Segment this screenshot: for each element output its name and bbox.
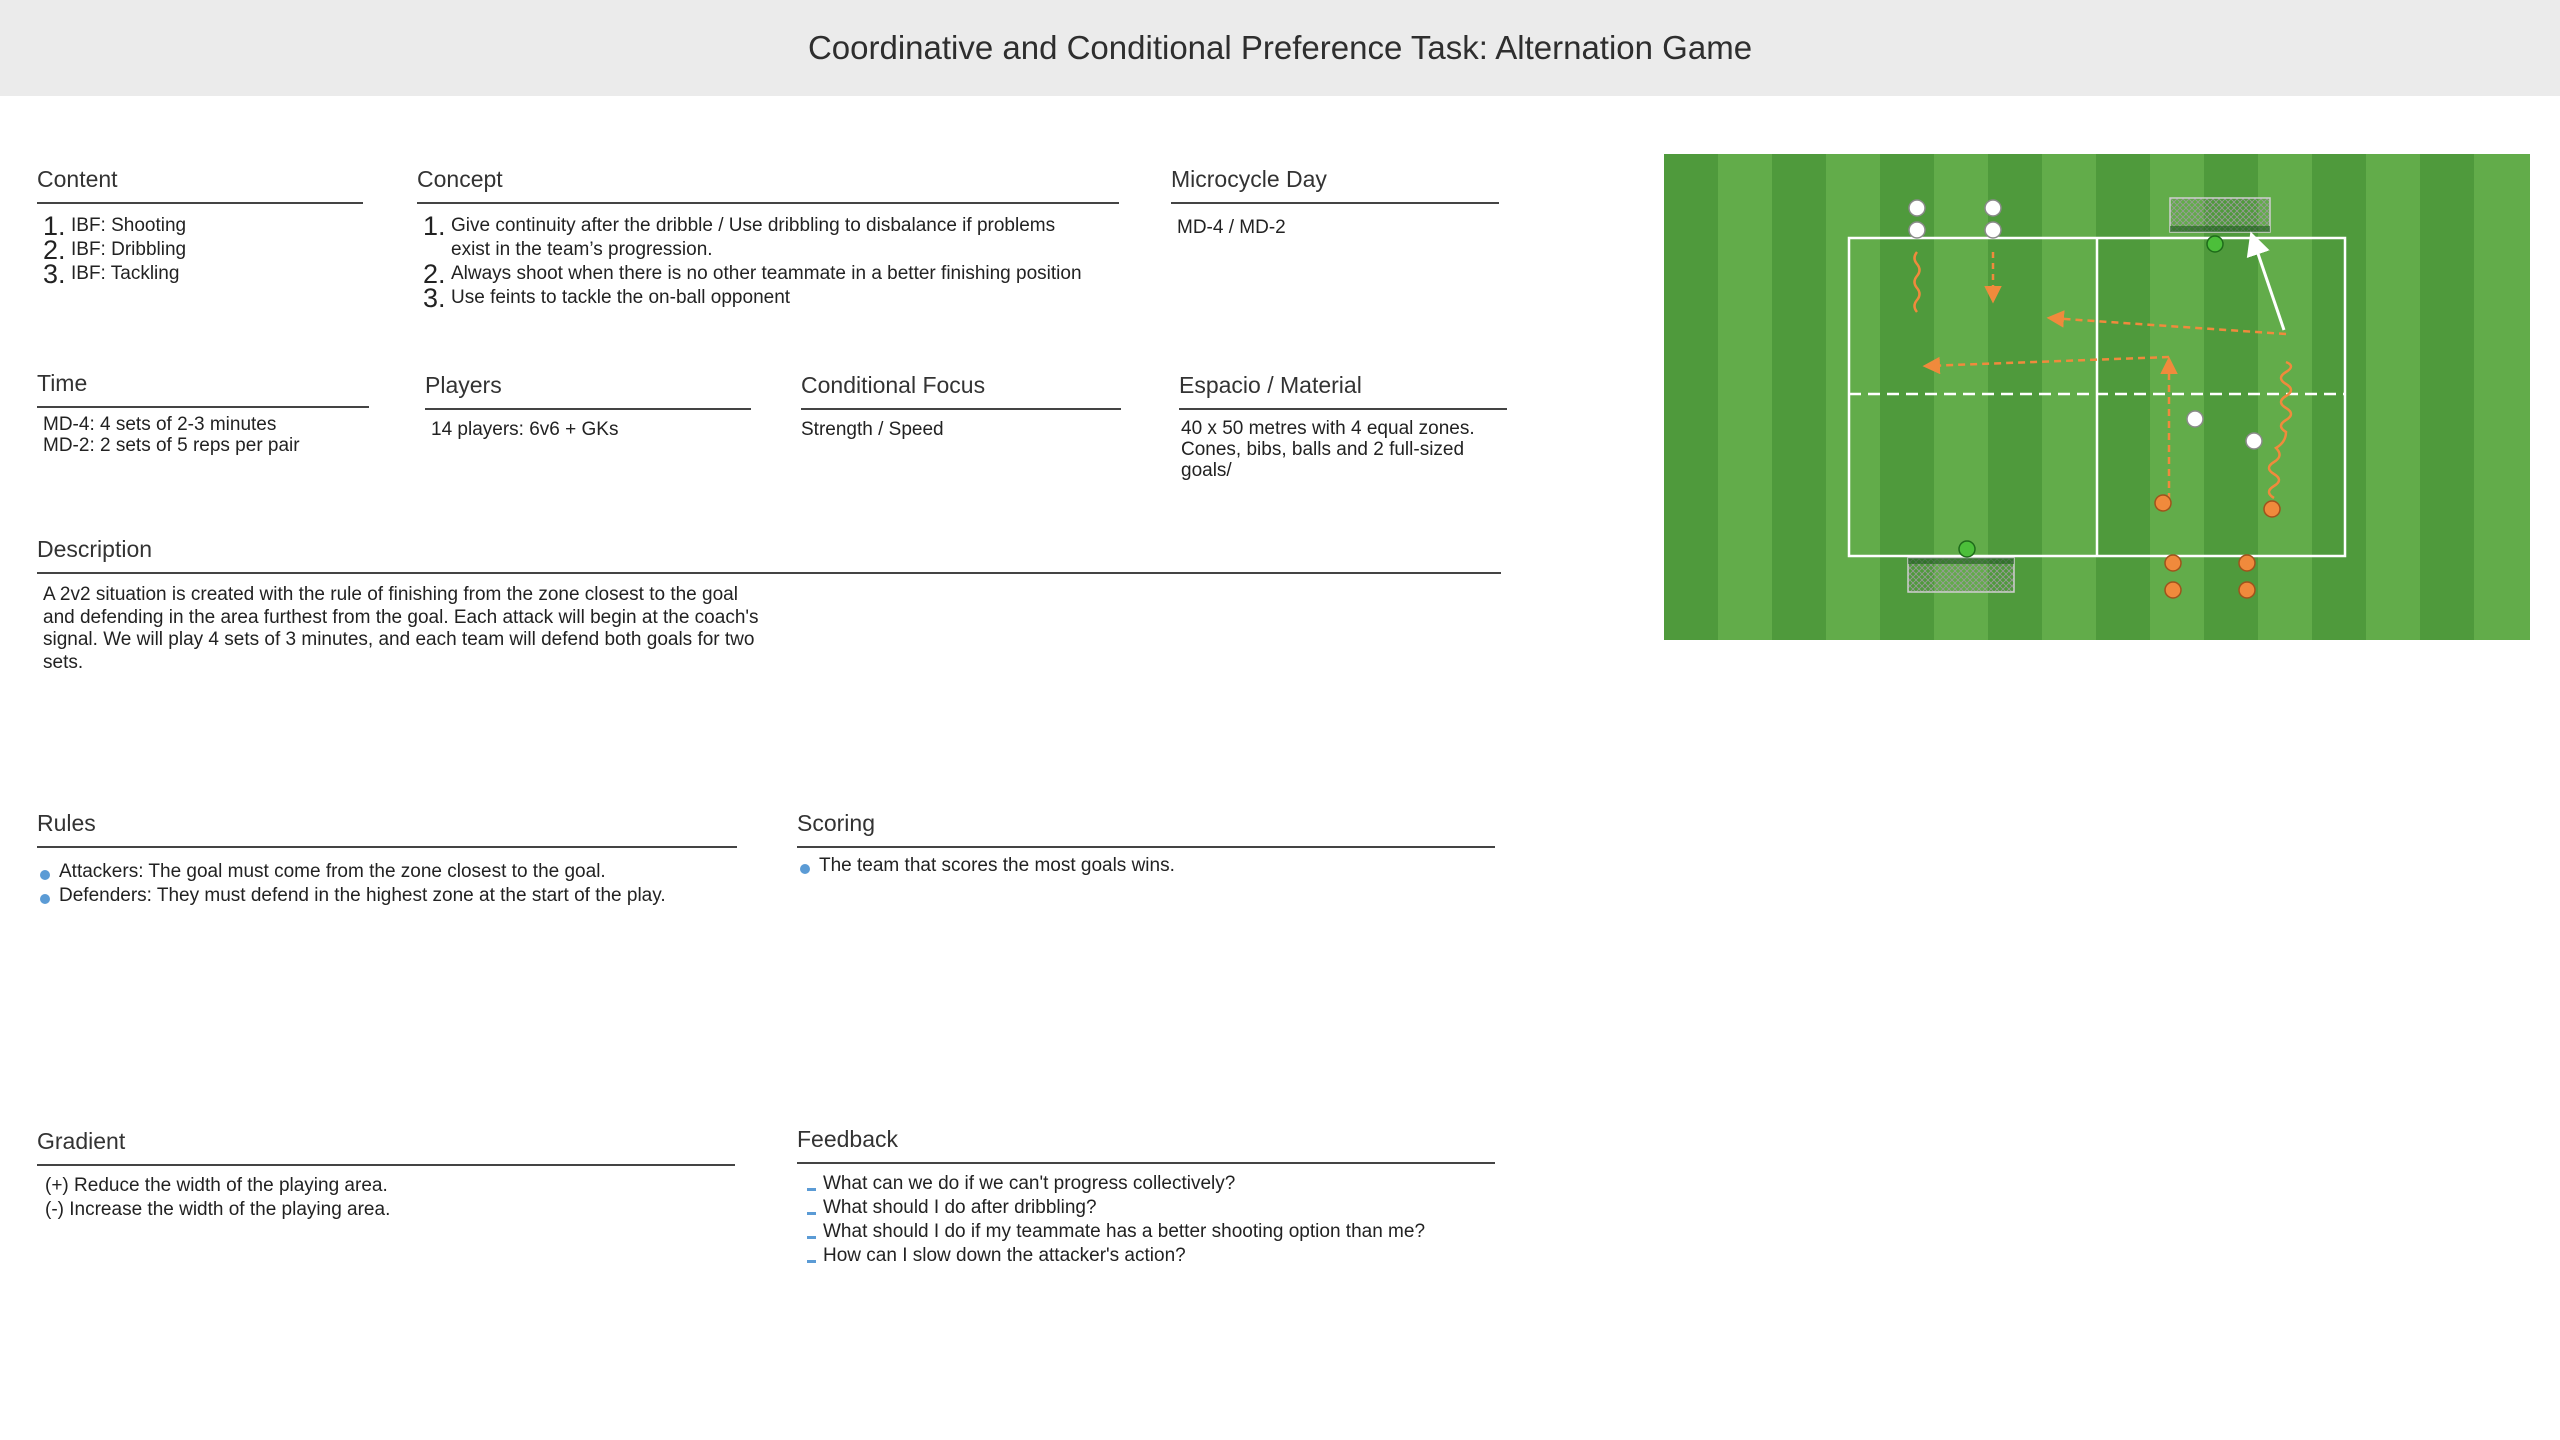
- microcycle-section: Microcycle Day MD-4 / MD-2: [1171, 166, 1499, 240]
- feedback-section: Feedback What can we do if we can't prog…: [797, 1126, 1495, 1268]
- white-player: [1908, 221, 1926, 239]
- gradient-section: Gradient (+) Reduce the width of the pla…: [37, 1128, 735, 1222]
- scoring-heading: Scoring: [797, 810, 1495, 848]
- scoring-list: The team that scores the most goals wins…: [797, 854, 1495, 878]
- players-value: 14 players: 6v6 + GKs: [431, 419, 619, 440]
- orange-player: [2238, 554, 2256, 572]
- dash-icon: [807, 1260, 816, 1263]
- dash-icon: [807, 1236, 816, 1239]
- conditional-focus-value: Strength / Speed: [801, 419, 944, 440]
- list-item: Attackers: The goal must come from the z…: [39, 860, 737, 884]
- espacio-heading: Espacio / Material: [1179, 372, 1507, 410]
- orange-player: [2164, 554, 2182, 572]
- description-text: A 2v2 situation is created with the rule…: [43, 584, 759, 673]
- list-item: How can I slow down the attacker's actio…: [807, 1244, 1495, 1268]
- gradient-line: (-) Increase the width of the playing ar…: [45, 1199, 391, 1220]
- rules-heading: Rules: [37, 810, 737, 848]
- gradient-heading: Gradient: [37, 1128, 735, 1166]
- content-section: Content 1.IBF: Shooting 2.IBF: Dribbling…: [37, 166, 363, 289]
- dash-icon: [807, 1188, 816, 1191]
- time-line: MD-2: 2 sets of 5 reps per pair: [43, 435, 300, 456]
- espacio-body: 40 x 50 metres with 4 equal zones. Cones…: [1179, 418, 1507, 481]
- description-heading: Description: [37, 536, 1501, 574]
- microcycle-heading: Microcycle Day: [1171, 166, 1499, 204]
- time-line: MD-4: 4 sets of 2-3 minutes: [43, 414, 277, 435]
- concept-section: Concept 1.Give continuity after the drib…: [417, 166, 1119, 313]
- players-section: Players 14 players: 6v6 + GKs: [425, 372, 751, 442]
- bullet-icon: [40, 894, 50, 904]
- rules-section: Rules Attackers: The goal must come from…: [37, 810, 737, 908]
- espacio-line: 40 x 50 metres with 4 equal zones.: [1181, 418, 1475, 439]
- microcycle-value: MD-4 / MD-2: [1177, 217, 1286, 238]
- rules-list: Attackers: The goal must come from the z…: [37, 860, 737, 908]
- field-lines: [1847, 236, 2347, 558]
- white-player: [2245, 432, 2263, 450]
- list-item: What should I do after dribbling?: [807, 1196, 1495, 1220]
- description-section: Description A 2v2 situation is created w…: [37, 536, 1501, 674]
- players-heading: Players: [425, 372, 751, 410]
- content-heading: Content: [37, 166, 363, 204]
- list-item: 3.Use feints to tackle the on-ball oppon…: [423, 283, 791, 313]
- time-section: Time MD-4: 4 sets of 2-3 minutes MD-2: 2…: [37, 370, 369, 456]
- white-player: [1908, 199, 1926, 217]
- goalkeeper: [1958, 540, 1976, 558]
- espacio-line: Cones, bibs, balls and 2 full-sized goal…: [1181, 439, 1465, 481]
- conditional-focus-heading: Conditional Focus: [801, 372, 1121, 410]
- white-player: [1984, 221, 2002, 239]
- list-item: The team that scores the most goals wins…: [799, 854, 1495, 878]
- orange-player: [2154, 494, 2172, 512]
- concept-list: 1.Give continuity after the dribble / Us…: [417, 211, 1119, 313]
- goalkeepers: [1958, 235, 2224, 558]
- white-player: [1984, 199, 2002, 217]
- bottom-goal: [1907, 557, 2015, 593]
- dash-icon: [807, 1212, 816, 1215]
- feedback-list: What can we do if we can't progress coll…: [797, 1172, 1495, 1268]
- goalkeeper: [2206, 235, 2224, 253]
- feedback-heading: Feedback: [797, 1126, 1495, 1164]
- list-item: 2.Always shoot when there is no other te…: [423, 259, 1082, 289]
- scoring-section: Scoring The team that scores the most go…: [797, 810, 1495, 878]
- list-item: What can we do if we can't progress coll…: [807, 1172, 1495, 1196]
- movement-arrows: [1913, 231, 2293, 500]
- espacio-section: Espacio / Material 40 x 50 metres with 4…: [1179, 372, 1507, 481]
- content-list: 1.IBF: Shooting 2.IBF: Dribbling 3.IBF: …: [37, 211, 363, 289]
- orange-player: [2263, 500, 2281, 518]
- top-goal: [2169, 197, 2271, 233]
- bullet-icon: [40, 870, 50, 880]
- pitch-diagram: [1664, 154, 2530, 640]
- concept-heading: Concept: [417, 166, 1119, 204]
- gradient-body: (+) Reduce the width of the playing area…: [37, 1174, 735, 1222]
- list-item: 1.Give continuity after the dribble / Us…: [423, 211, 1056, 261]
- white-team-players: [1908, 199, 2263, 450]
- list-item: 1.IBF: Shooting: [43, 211, 187, 241]
- orange-player: [2164, 581, 2182, 599]
- list-item: 3.IBF: Tackling: [43, 259, 180, 289]
- time-heading: Time: [37, 370, 369, 408]
- list-item: 2.IBF: Dribbling: [43, 235, 187, 265]
- gradient-line: (+) Reduce the width of the playing area…: [45, 1175, 388, 1196]
- page-header: Coordinative and Conditional Preference …: [0, 0, 2560, 96]
- orange-team-players: [2154, 494, 2281, 599]
- list-item: Defenders: They must defend in the highe…: [39, 884, 737, 908]
- white-player: [2186, 410, 2204, 428]
- orange-player: [2238, 581, 2256, 599]
- page-title: Coordinative and Conditional Preference …: [807, 29, 1753, 66]
- conditional-focus-section: Conditional Focus Strength / Speed: [801, 372, 1121, 442]
- bullet-icon: [800, 864, 810, 874]
- list-item: What should I do if my teammate has a be…: [807, 1220, 1495, 1244]
- time-body: MD-4: 4 sets of 2-3 minutes MD-2: 2 sets…: [37, 414, 369, 456]
